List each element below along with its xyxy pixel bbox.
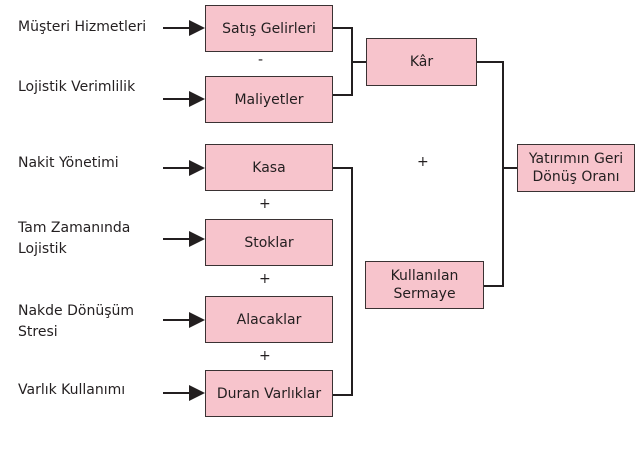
box-sales: Satış Gelirleri <box>205 5 333 52</box>
box-costs: Maliyetler <box>205 76 333 123</box>
box-stocks: Stoklar <box>205 219 333 266</box>
box-cash: Kasa <box>205 144 333 191</box>
box-fixed-assets: Duran Varlıklar <box>205 370 333 417</box>
input-label: Nakde Dönüşüm Stresi <box>18 303 135 340</box>
plus-operator: + <box>259 196 271 212</box>
input-label: Müşteri Hizmetleri <box>18 19 147 35</box>
input-label: Lojistik Verimlilik <box>18 79 136 95</box>
input-label: Nakit Yönetimi <box>18 155 119 171</box>
box-capital: Kullanılan Sermaye <box>365 261 484 309</box>
input-label: Tam Zamanında Lojistik <box>18 220 131 257</box>
plus-operator: + <box>259 348 271 364</box>
minus-operator: - <box>258 52 264 68</box>
box-roi: Yatırımın Geri Dönüş Oranı <box>517 144 635 192</box>
box-receivables: Alacaklar <box>205 296 333 343</box>
box-profit: Kâr <box>366 38 477 86</box>
input-label: Varlık Kullanımı <box>18 382 126 398</box>
plus-operator: + <box>417 154 429 170</box>
plus-operator: + <box>259 271 271 287</box>
